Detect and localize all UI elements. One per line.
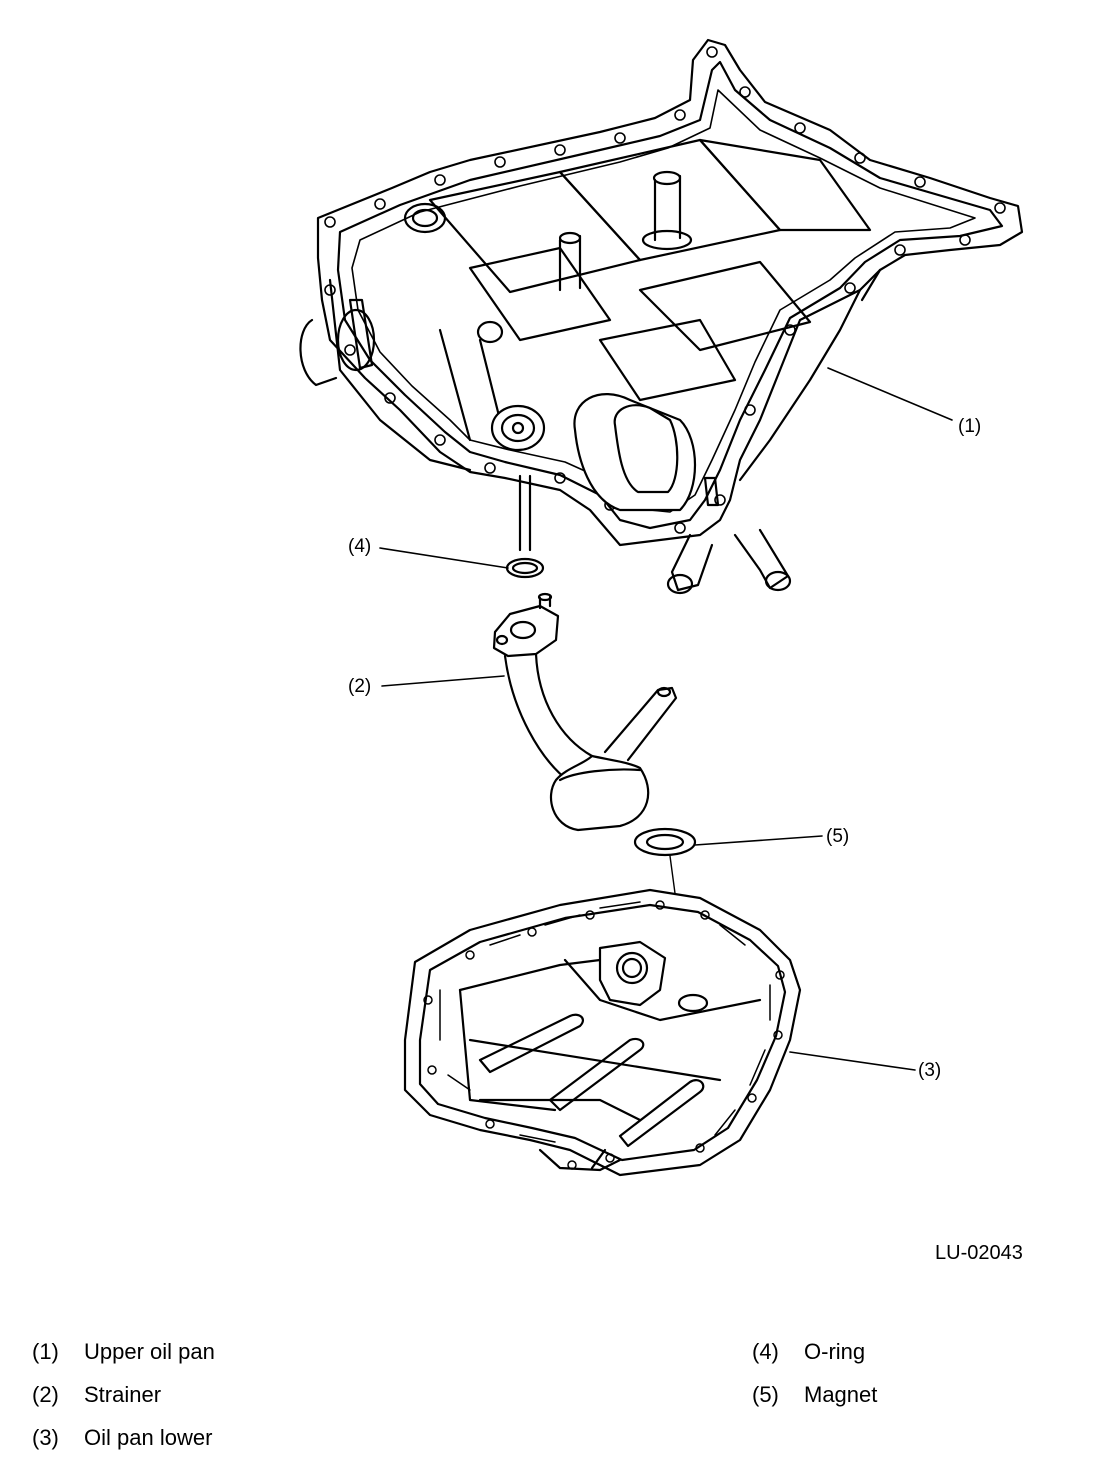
legend-number: (2) [32,1382,59,1407]
legend-number: (1) [32,1339,59,1364]
magnet [633,827,697,857]
legend-label: Strainer [84,1382,162,1407]
legend-label: Upper oil pan [84,1339,215,1364]
legend-left: (1) Upper oil pan (2) Strainer (3) Oil pan … [32,1330,215,1459]
legend-right: (4) O-ring (5) Magnet [752,1330,877,1416]
legend-label: Oil pan lower [84,1425,213,1450]
legend-number: (3) [32,1425,59,1450]
callout-label-5: (5) [826,826,849,847]
legend-item: (2) Strainer [32,1373,215,1416]
legend-item: (3) Oil pan lower [32,1416,215,1459]
legend-item: (4) O-ring [752,1330,877,1373]
legend-item: (1) Upper oil pan [32,1330,215,1373]
callout-label-3: (3) [918,1060,941,1081]
strainer [492,592,678,832]
upper-oil-pan [299,38,1024,595]
legend-item: (5) Magnet [752,1373,877,1416]
exploded-parts-diagram: (1) (4) (2) (5) (3) [299,38,1024,1177]
callout-label-4: (4) [348,536,371,557]
legend-label: O-ring [804,1339,866,1364]
oil-pan-lower [403,888,802,1177]
callout-label-2: (2) [348,676,371,697]
callout-label-1: (1) [958,416,981,437]
legend-number: (4) [752,1339,779,1364]
figure-code: LU-02043 [935,1242,1023,1264]
o-ring [505,557,545,579]
legend-number: (5) [752,1382,779,1407]
legend-label: Magnet [804,1382,878,1407]
